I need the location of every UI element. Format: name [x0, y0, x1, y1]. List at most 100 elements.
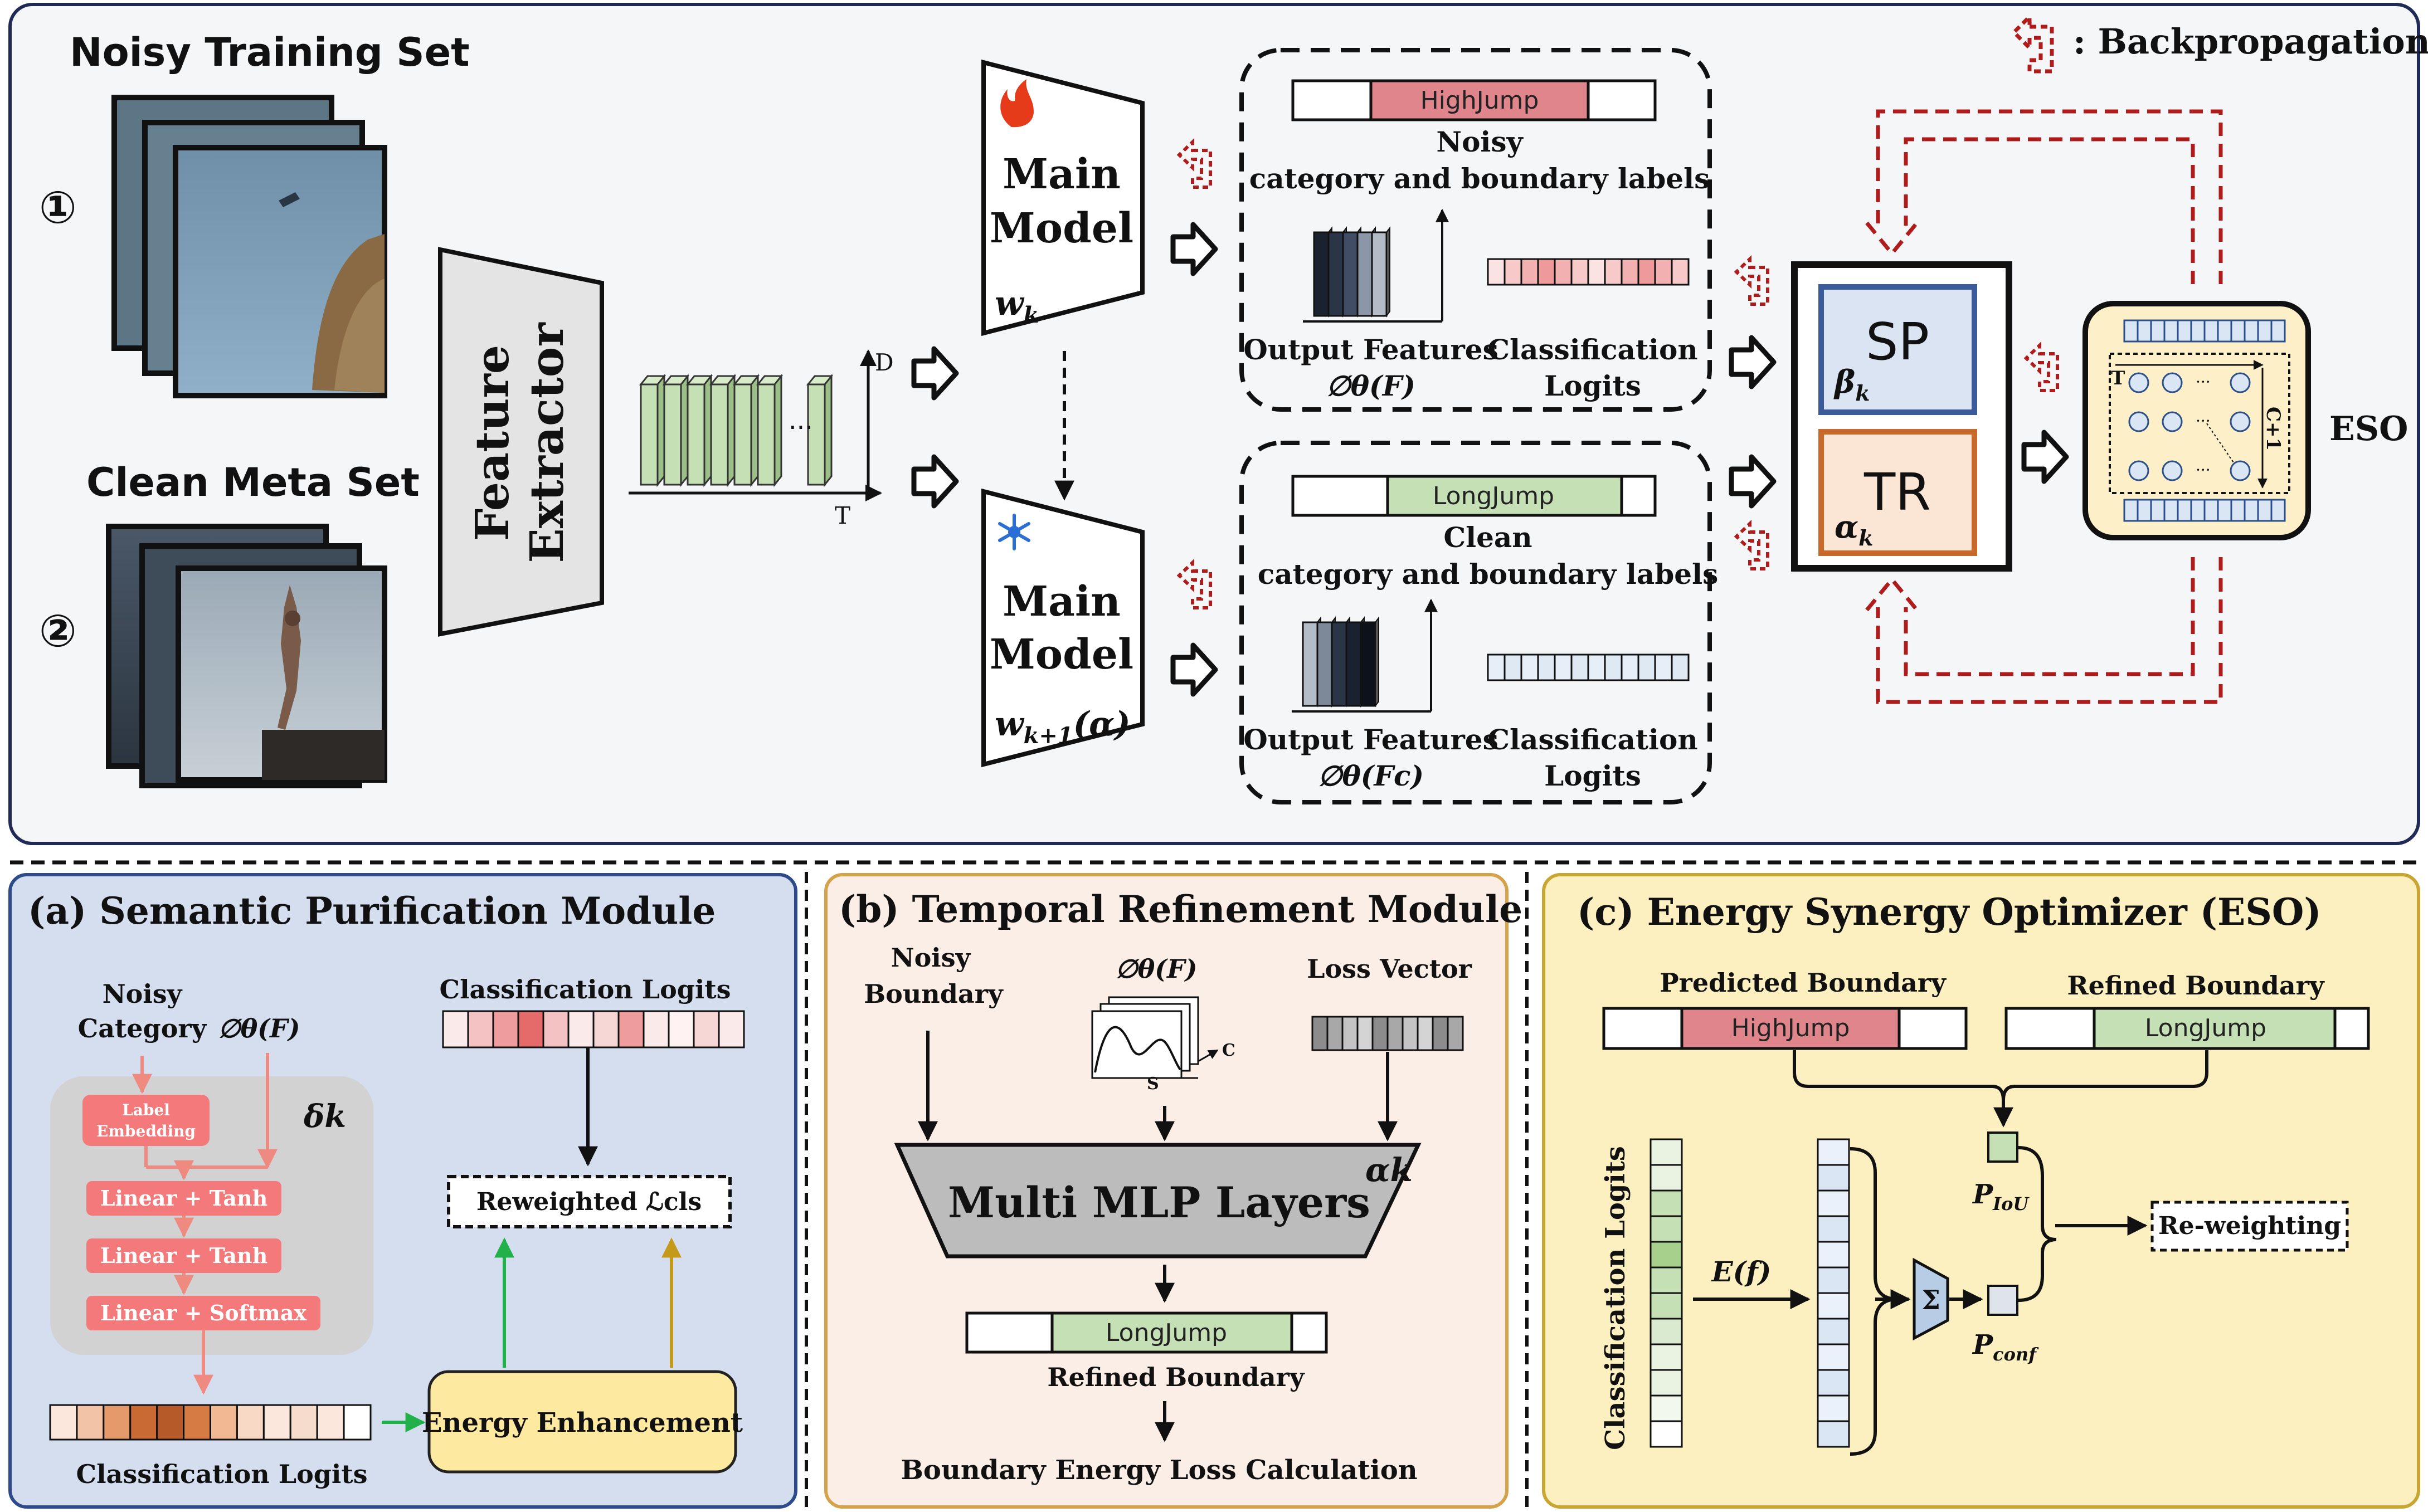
main-model-upper-line1: Main [1003, 150, 1121, 198]
panel-a-logits-bottom [49, 1404, 372, 1441]
eso-strip-cell [2203, 499, 2219, 522]
feature-slab [1345, 621, 1362, 707]
clean-output-box [1239, 441, 1712, 804]
logit-cell [1671, 258, 1690, 286]
eso-node [2162, 372, 2183, 393]
eso-strip-cell [2203, 319, 2219, 343]
linear-softmax-layer [86, 1296, 320, 1330]
energy-column-cell [1817, 1343, 1850, 1371]
classification-logits-lower [1487, 653, 1690, 681]
eso-strip-cell [2123, 319, 2139, 343]
backprop-legend: : Backpropagation [2011, 12, 2428, 74]
panel-a-logits-top-label: Classification Logits [439, 974, 731, 1004]
tensor-slab-top [709, 375, 737, 386]
reweighted-loss-box [447, 1175, 732, 1228]
backprop-legend-label: : Backpropagation [2073, 21, 2428, 62]
eso-node [2230, 372, 2251, 393]
energy-column-cell [1817, 1266, 1850, 1294]
tensor-slab [640, 383, 659, 486]
noisy-training-set-title: Noisy Training Set [70, 30, 470, 75]
logit-cell [492, 1010, 519, 1048]
delta-k: δk [303, 1098, 346, 1135]
weight-wk1: wk+1(α) [995, 705, 1131, 749]
weight-wk: wk [995, 284, 1039, 328]
eso-strip-cell [2230, 499, 2246, 522]
backprop-loop-upper [1865, 109, 2223, 284]
loss-vector-cell [1356, 1016, 1374, 1051]
eso-grid-c: C+1 [2262, 407, 2284, 451]
tr-label: TR [1863, 462, 1931, 522]
axis-t-label: T [835, 502, 850, 529]
tensor-slab-top [732, 375, 760, 386]
output-features-upper-formula: ∅θ(F) [1326, 369, 1415, 402]
feature-slab [1356, 231, 1373, 317]
eso-node-grid: ········· [2115, 360, 2268, 489]
eso-label: ESO [2329, 409, 2408, 448]
multi-mlp-text: Multi MLP Layers [948, 1178, 1370, 1227]
loss-vector-cell [1341, 1016, 1359, 1051]
feature-slab [1360, 621, 1376, 707]
eso-node [2128, 411, 2149, 432]
loss-vector-cell [1417, 1016, 1434, 1051]
linear-tanh-layer-2-text: Linear + Tanh [100, 1243, 267, 1268]
logit-cell [1621, 258, 1639, 286]
backprop-icon [2011, 12, 2054, 74]
logit-column-cell [1650, 1369, 1683, 1397]
logit-cell [343, 1404, 372, 1441]
logit-cell [316, 1404, 345, 1441]
logit-cell [693, 1010, 720, 1048]
backprop-loop-lower [1865, 557, 2223, 704]
eso-node [2128, 460, 2149, 481]
backprop-icon [2023, 341, 2059, 392]
logit-cell [1671, 653, 1690, 681]
arrow-lower-box-to-tr [1729, 454, 1777, 509]
logit-cell [262, 1404, 291, 1441]
loss-vector-cell [1371, 1016, 1389, 1051]
eso-strip-cell [2190, 319, 2206, 343]
logit-cell [1604, 258, 1623, 286]
energy-column-cell [1817, 1138, 1850, 1166]
loss-vector-cell [1326, 1016, 1344, 1051]
eso-strip-cell [2163, 319, 2179, 343]
eso-strip-cell [2217, 319, 2232, 343]
backprop-icon [1176, 138, 1212, 189]
clean-video-frames [106, 524, 387, 788]
logit-cell [442, 1010, 469, 1048]
eso-strip-cell [2230, 319, 2246, 343]
tensor-slab [710, 383, 729, 486]
loss-vector-cell [1432, 1016, 1449, 1051]
feature-slab-side [1386, 226, 1390, 318]
logits-lower-label-2: Logits [1544, 759, 1641, 792]
logit-column-cell [1650, 1292, 1683, 1320]
eso-strip-cell [2217, 499, 2232, 522]
logits-upper-label-2: Logits [1544, 369, 1641, 402]
panel-c-title: (c) Energy Synergy Optimizer (ESO) [1577, 890, 2322, 934]
tensor-slab-top [639, 375, 666, 386]
axis-c-label: C [1222, 1041, 1235, 1060]
eso-strips [2123, 319, 2286, 522]
clean-caption-1: Clean [1443, 521, 1532, 554]
noisy-boundary-label-2: Boundary [864, 979, 1004, 1009]
linear-softmax-layer-text: Linear + Softmax [100, 1300, 306, 1325]
panel-a-logits-bottom-label: Classification Logits [76, 1459, 367, 1489]
energy-column-cell [1817, 1420, 1850, 1448]
energy-column-cell [1817, 1394, 1850, 1422]
noisy-caption-1: Noisy [1436, 125, 1524, 158]
eso-grid-t: T [2111, 367, 2125, 389]
logit-column-cell [1650, 1189, 1683, 1217]
logit-cell [1487, 653, 1506, 681]
output-features-upper-plot [1303, 208, 1449, 323]
feature-slab [1316, 621, 1333, 707]
tensor-slab-side [727, 373, 736, 487]
feature-slab [1302, 621, 1318, 707]
feature-extractor-label-1: Feature [466, 345, 519, 541]
tensor-slab [663, 383, 682, 486]
logit-cell [289, 1404, 318, 1441]
eso-node [2230, 460, 2251, 481]
logit-cell [1654, 653, 1673, 681]
tensor-slab [807, 383, 826, 486]
tensor-slab-side [656, 373, 665, 487]
logit-cell [542, 1010, 570, 1048]
label-embedding-text-1: Label [122, 1101, 170, 1119]
eso-strip-cell [2163, 499, 2179, 522]
